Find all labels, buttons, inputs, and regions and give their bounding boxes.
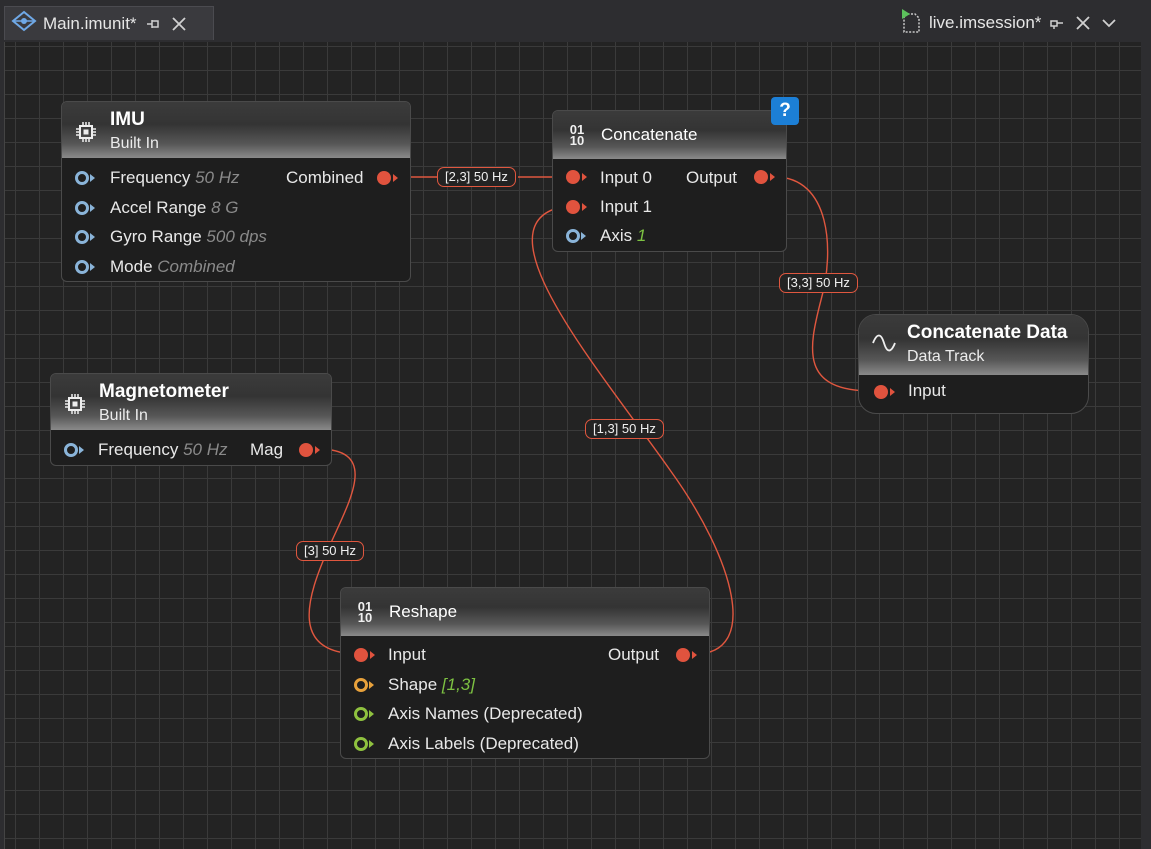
- tab-live-imsession[interactable]: live.imsession*: [895, 6, 1145, 40]
- input-0-port[interactable]: [566, 170, 587, 184]
- wire-label-reshape-concat: [1,3] 50 Hz: [585, 419, 664, 439]
- node-subtitle: Built In: [110, 135, 159, 152]
- mode-input-port[interactable]: [75, 260, 95, 274]
- node-title: IMU: [110, 109, 145, 130]
- document-tab-bar: Main.imunit* live.imsession*: [0, 0, 1151, 42]
- node-subtitle: Data Track: [907, 348, 985, 365]
- concat-input-1-label: Input 1: [600, 197, 652, 216]
- combined-output-label: Combined: [286, 168, 364, 187]
- imu-mode-row: Mode Combined: [110, 257, 235, 276]
- mag-output-port[interactable]: [299, 443, 320, 457]
- chevron-down-icon[interactable]: [1099, 13, 1119, 33]
- frequency-input-port[interactable]: [75, 171, 95, 185]
- reshape-output-port[interactable]: [676, 648, 697, 662]
- axis-input-port[interactable]: [566, 229, 586, 243]
- tab-label: Main.imunit*: [43, 13, 137, 33]
- sine-wave-icon: [871, 331, 896, 355]
- imu-accel-range-row: Accel Range 8 G: [110, 198, 239, 217]
- frequency-input-port[interactable]: [64, 443, 84, 457]
- reshape-input-port[interactable]: [354, 648, 375, 662]
- canvas-edge: [1141, 42, 1151, 849]
- session-file-icon: [899, 8, 923, 39]
- pin-icon[interactable]: [143, 14, 163, 34]
- reshape-output-label: Output: [608, 645, 660, 664]
- mag-output-label: Mag: [250, 440, 284, 459]
- tab-label: live.imsession*: [929, 13, 1042, 32]
- accel-range-input-port[interactable]: [75, 201, 95, 215]
- close-icon[interactable]: [169, 14, 189, 34]
- concat-axis-row: Axis 1: [600, 226, 647, 245]
- reshape-axis-names-label: Axis Names (Deprecated): [388, 704, 583, 723]
- track-input-port[interactable]: [874, 385, 895, 399]
- magnetometer-node[interactable]: Magnetometer Built In Frequency 50 Hz Ma…: [50, 373, 332, 466]
- chip-icon: [63, 392, 87, 416]
- axis-labels-input-port[interactable]: [354, 737, 374, 751]
- node-header[interactable]: IMU Built In: [62, 102, 410, 158]
- shape-input-port[interactable]: [354, 678, 374, 692]
- imu-node[interactable]: IMU Built In Frequency 50 Hz Combined Ac…: [61, 101, 411, 282]
- node-title: Concatenate: [601, 125, 698, 144]
- concat-output-label: Output: [686, 168, 738, 187]
- node-header[interactable]: Concatenate Data Data Track: [859, 315, 1088, 375]
- axis-names-input-port[interactable]: [354, 707, 374, 721]
- concat-output-port[interactable]: [754, 170, 775, 184]
- gyro-range-input-port[interactable]: [75, 230, 95, 244]
- wire-label-concat-track: [3,3] 50 Hz: [779, 273, 858, 293]
- node-subtitle: Built In: [99, 407, 148, 424]
- input-1-port[interactable]: [566, 200, 587, 214]
- wire-label-imu-concat: [2,3] 50 Hz: [437, 167, 516, 187]
- chip-icon: [74, 120, 98, 144]
- combined-output-port[interactable]: [377, 171, 398, 185]
- node-title: Magnetometer: [99, 381, 229, 402]
- wire-label-mag-reshape: [3] 50 Hz: [296, 541, 365, 561]
- close-icon[interactable]: [1073, 13, 1093, 33]
- reshape-input-label: Input: [388, 645, 426, 664]
- pin-icon[interactable]: [1047, 13, 1067, 33]
- node-header[interactable]: Magnetometer Built In: [51, 374, 331, 430]
- imu-frequency-row: Frequency 50 Hz: [110, 168, 240, 187]
- tab-main-imunit[interactable]: Main.imunit*: [4, 6, 214, 40]
- reshape-shape-row: Shape [1,3]: [388, 675, 475, 694]
- track-input-label: Input: [908, 381, 946, 400]
- concatenate-data-node[interactable]: Concatenate Data Data Track Input: [858, 314, 1089, 414]
- reshape-axis-labels-label: Axis Labels (Deprecated): [388, 734, 579, 753]
- mag-frequency-row: Frequency 50 Hz: [98, 440, 228, 459]
- imunit-file-icon: [11, 10, 37, 37]
- help-button[interactable]: ?: [771, 97, 799, 125]
- node-title: Concatenate Data: [907, 322, 1068, 343]
- node-title: Reshape: [389, 602, 458, 621]
- imu-gyro-range-row: Gyro Range 500 dps: [110, 227, 267, 246]
- concat-input-0-label: Input 0: [600, 168, 652, 187]
